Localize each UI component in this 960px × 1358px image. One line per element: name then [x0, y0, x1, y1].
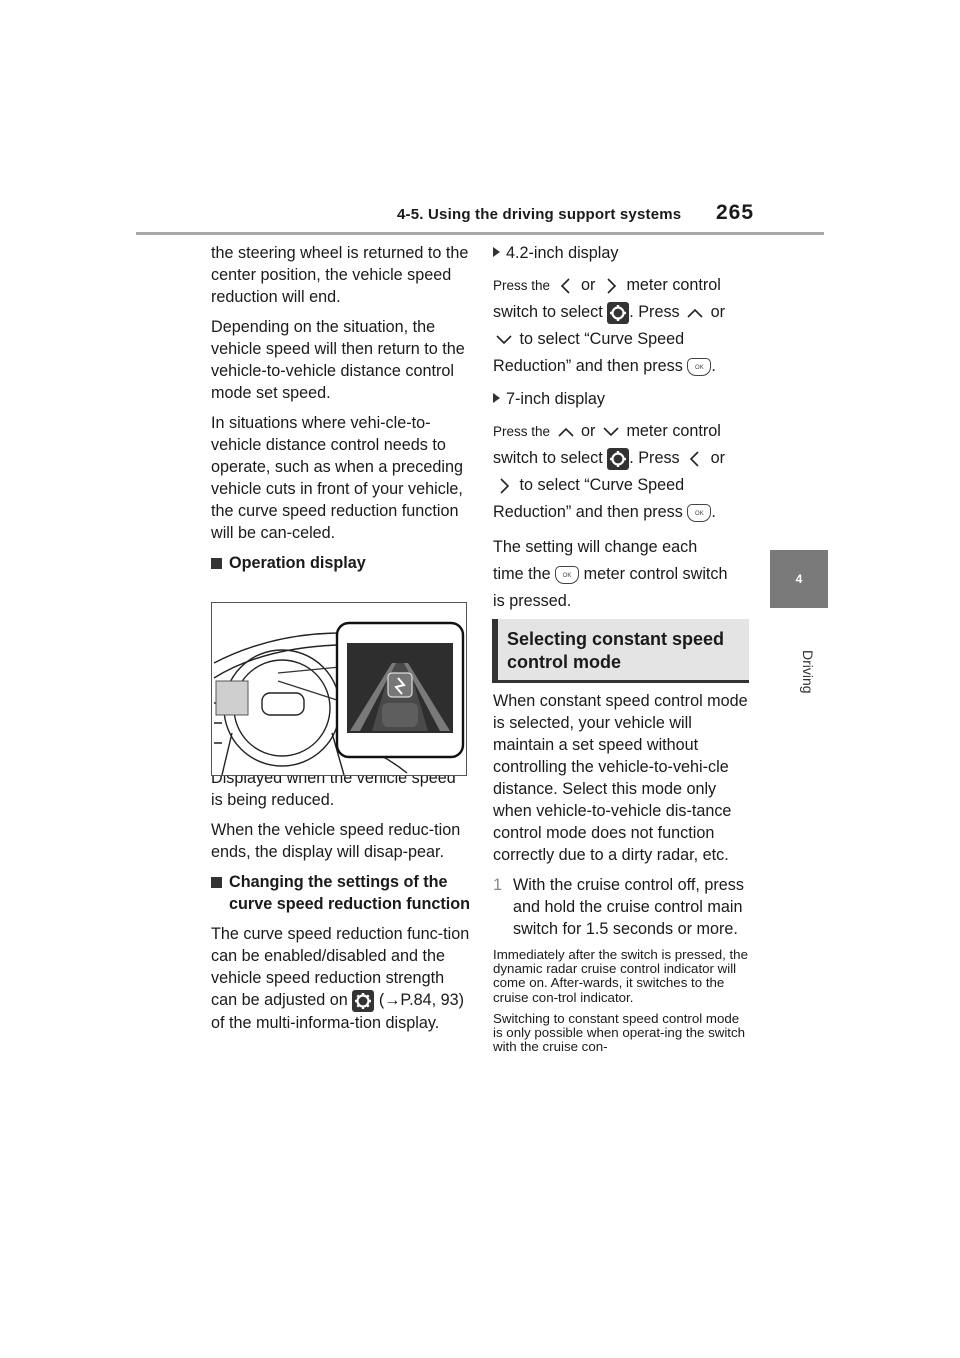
chevron-down-icon — [603, 427, 619, 436]
section-heading: Selecting constant speed control mode — [492, 619, 749, 681]
settings-gear-icon — [607, 447, 630, 470]
section-title: 4-5. Using the driving support systems — [397, 206, 682, 223]
note-paragraph: Immediately after the switch is pressed,… — [493, 947, 748, 1005]
square-bullet-icon — [211, 558, 222, 569]
ok-button-icon: OK — [555, 565, 580, 584]
chevron-up-icon — [557, 427, 574, 437]
paragraph: the steering wheel is returned to the ce… — [211, 244, 469, 306]
chapter-tab: 4 — [770, 550, 828, 608]
ok-button-icon: OK — [687, 503, 712, 522]
text: . — [711, 503, 716, 521]
text: or — [581, 422, 596, 440]
display-label-text: 4.2-inch display — [506, 244, 619, 262]
text: meter control switch — [583, 565, 728, 583]
chapter-label: Driving — [800, 650, 816, 694]
chevron-right-icon — [607, 278, 617, 294]
text: Reduction” and then press — [493, 503, 683, 521]
right-column: 4.2-inch display Press the or meter cont… — [493, 242, 755, 623]
subheading-operation-display: Operation display — [211, 552, 471, 574]
chevron-down-icon — [496, 335, 512, 344]
text: or — [581, 276, 596, 294]
chevron-right-icon — [500, 478, 510, 494]
text: switch to select — [493, 303, 603, 321]
settings-gear-icon — [607, 301, 630, 324]
text: or — [710, 303, 726, 321]
display-label-text: 7-inch display — [506, 390, 605, 408]
instruction-7: Press the or meter control switch to sel… — [493, 418, 755, 526]
text: . Press — [629, 449, 680, 467]
step-text: With the cruise control off, press and h… — [513, 876, 744, 938]
chapter-label-box: Driving — [772, 650, 826, 720]
text: . — [711, 357, 716, 375]
text: switch to select — [493, 449, 603, 467]
triangle-bullet-icon — [493, 393, 500, 403]
section-rule — [492, 680, 749, 683]
dashboard-illustration — [213, 621, 465, 775]
text: to select “Curve Speed — [519, 476, 685, 494]
subheading-text: Operation display — [229, 554, 366, 572]
paragraph: In situations where vehi-cle-to-vehicle … — [211, 414, 463, 542]
header-rule — [136, 232, 824, 235]
text: Press the — [493, 424, 551, 439]
paragraph: Depending on the situation, the vehicle … — [211, 318, 465, 402]
paragraph: The curve speed reduction func-tion can … — [211, 923, 471, 1034]
square-bullet-icon — [211, 877, 222, 888]
settings-gear-icon — [352, 989, 375, 1012]
text: or — [710, 449, 726, 467]
text: to select “Curve Speed — [519, 330, 685, 348]
chevron-left-icon — [560, 278, 570, 294]
text: is pressed. — [493, 592, 572, 610]
operation-display-figure — [211, 602, 467, 776]
setting-note: The setting will change each time the OK… — [493, 534, 755, 615]
page-number: 265 — [716, 201, 755, 224]
chevron-up-icon — [687, 308, 703, 318]
note-paragraph: Switching to constant speed control mode… — [493, 1010, 746, 1055]
display-label-4-2: 4.2-inch display — [493, 242, 755, 264]
text: meter control — [626, 422, 721, 440]
step-1: 1 With the cruise control off, press and … — [493, 874, 749, 940]
paragraph-text: The curve speed reduction func-tion can … — [211, 925, 470, 1009]
paragraph: When constant speed control mode is sele… — [493, 692, 748, 864]
subheading-text: Changing the settings of the curve speed… — [229, 873, 471, 913]
constant-speed-section: When constant speed control mode is sele… — [493, 690, 749, 1061]
subheading-settings: Changing the settings of the curve speed… — [211, 871, 471, 915]
text: The setting will change each — [493, 538, 698, 556]
display-label-7: 7-inch display — [493, 388, 755, 410]
text: time the — [493, 565, 551, 583]
text: . Press — [629, 303, 680, 321]
chapter-number: 4 — [795, 572, 803, 586]
step-number: 1 — [493, 876, 503, 894]
chevron-left-icon — [690, 451, 699, 467]
triangle-bullet-icon — [493, 247, 500, 257]
paragraph-text: (→P.84, 93) of the multi-informa-tion di… — [211, 991, 464, 1032]
text: Reduction” and then press — [493, 357, 683, 375]
text: meter control — [626, 276, 721, 294]
paragraph: When the vehicle speed reduc-tion ends, … — [211, 821, 461, 861]
instruction-4-2: Press the or meter control switch to sel… — [493, 272, 755, 380]
text: Press the — [493, 278, 551, 293]
ok-button-icon: OK — [687, 357, 712, 376]
